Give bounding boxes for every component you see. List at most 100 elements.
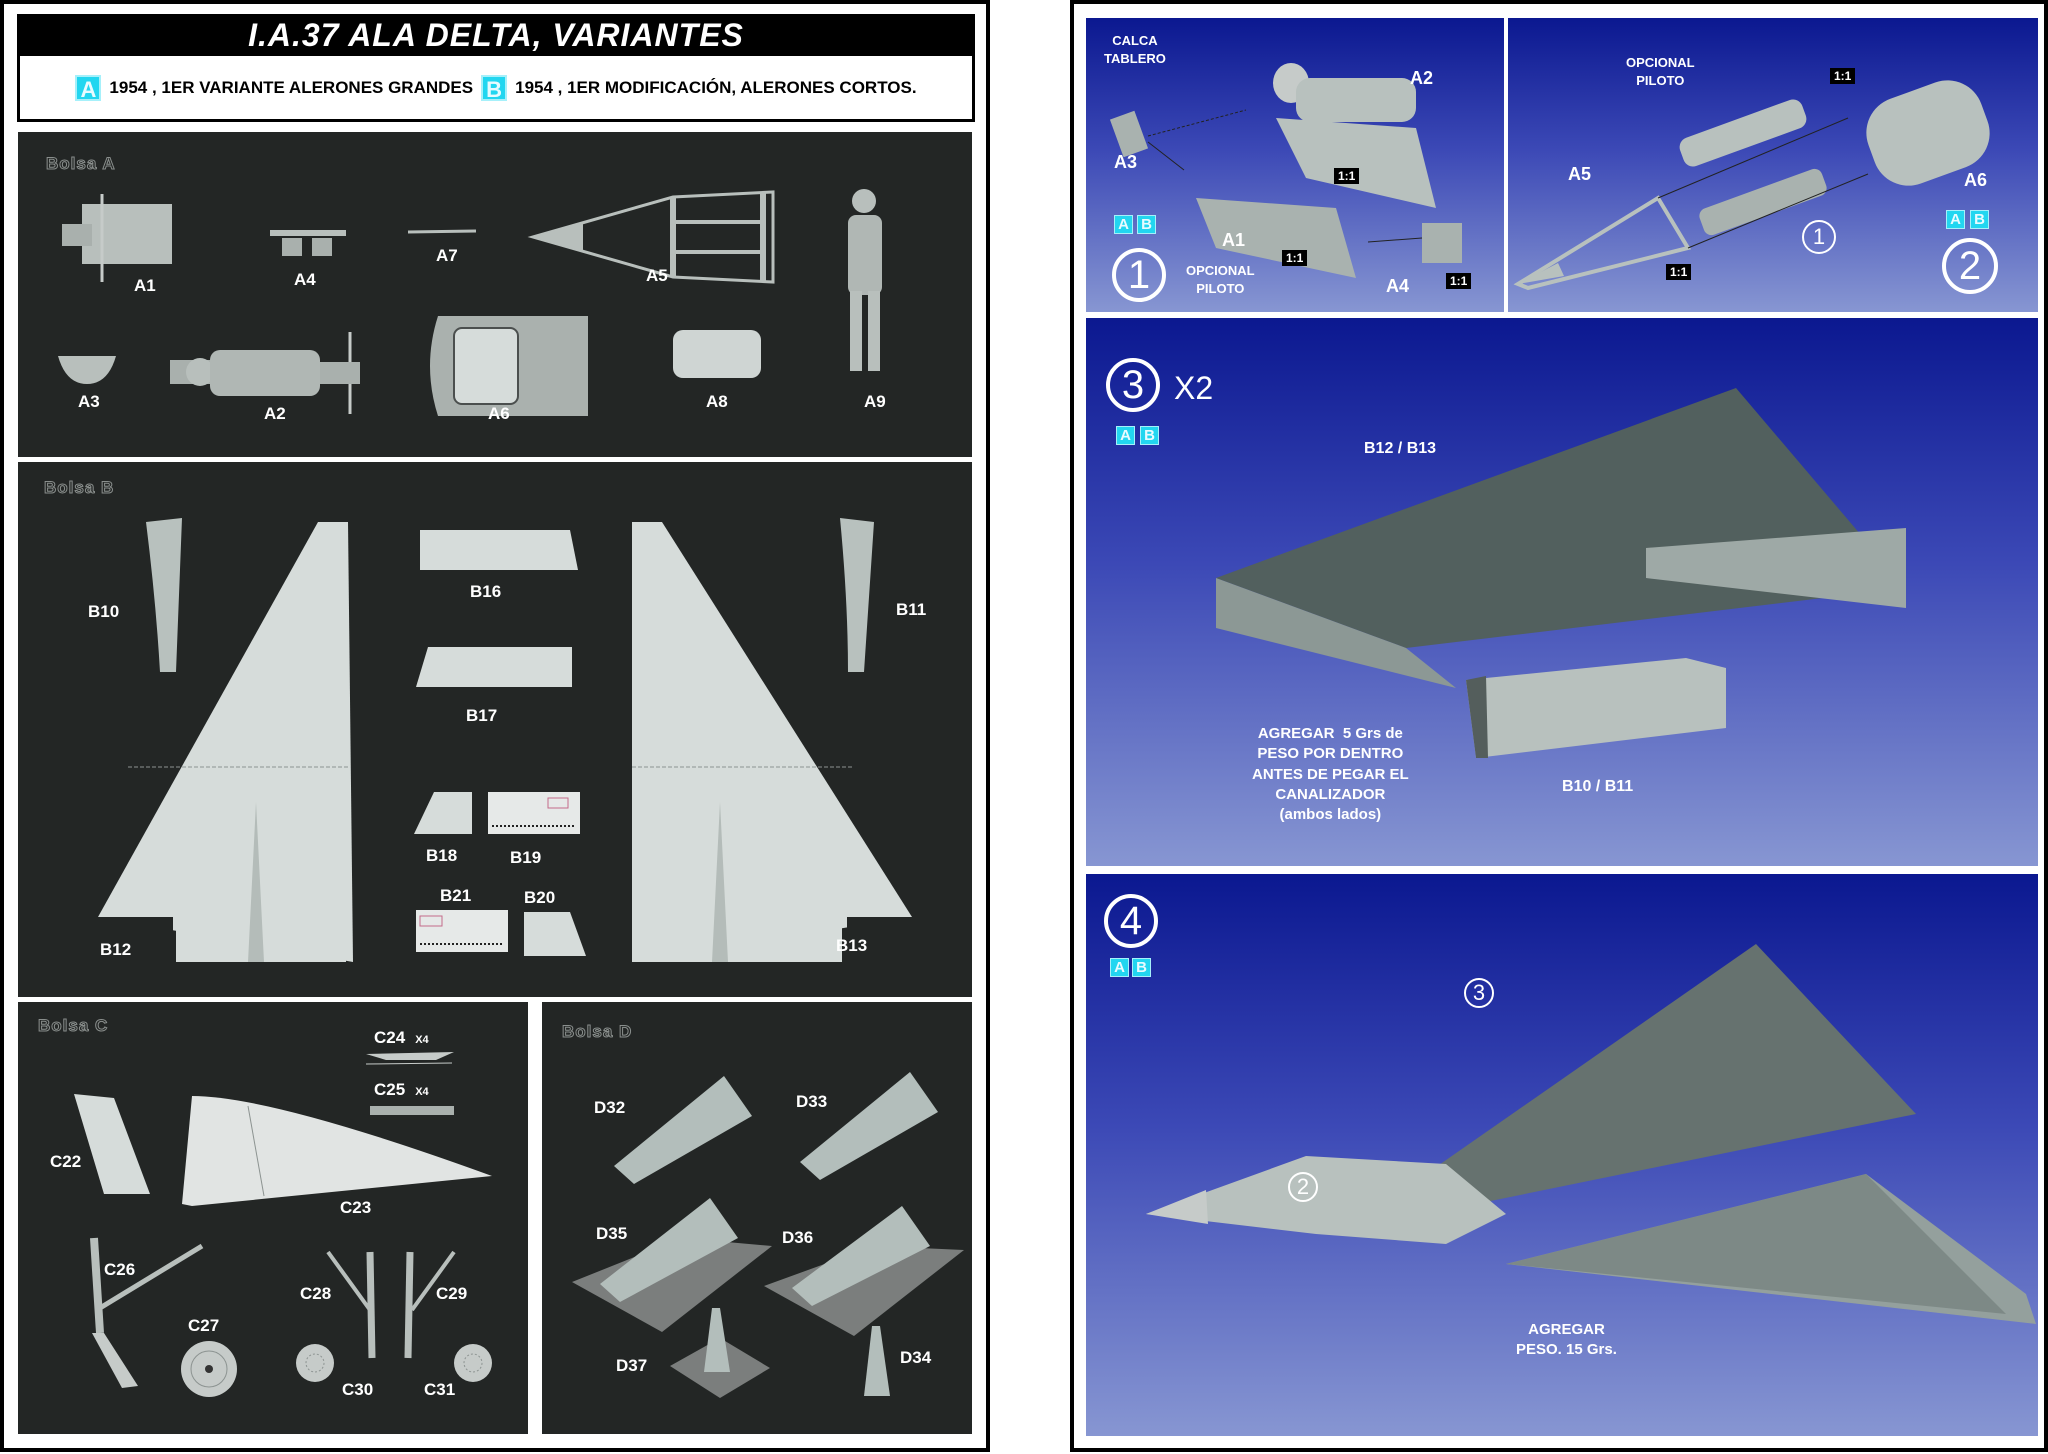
scale-marker: 1:1 <box>1282 250 1308 266</box>
part-a2-figure <box>170 332 360 414</box>
part-b16-flap <box>420 530 578 570</box>
part-label-a2: A2 <box>264 404 286 423</box>
part-label-d37: D37 <box>616 1356 648 1375</box>
step-1-optional-pilot: OPCIONAL PILOTO <box>1186 263 1255 296</box>
step-2-number: 2 <box>1942 238 1998 294</box>
c25-id: C25 <box>374 1080 406 1099</box>
part-label-a3: A3 <box>78 392 100 411</box>
step-1-seat-assembly <box>1109 63 1462 278</box>
part-d33-cone <box>800 1072 938 1180</box>
part-b10-duct <box>146 518 182 672</box>
part-a7-shape <box>407 229 477 234</box>
scale-marker: 1:1 <box>1446 273 1472 289</box>
part-d35-cone-sprue <box>572 1198 772 1332</box>
step-4-weight-note: AGREGAR PESO. 15 Grs. <box>1516 1321 1617 1359</box>
part-label-c22: C22 <box>50 1152 82 1171</box>
part-b17-flap <box>416 647 572 687</box>
bag-d-panel: Bolsa D D32 D33 D35 D36 D37 D34 <box>542 1002 972 1434</box>
part-label-c30: C30 <box>342 1380 374 1399</box>
part-a6-canopy <box>430 316 588 416</box>
part-label-b11: B11 <box>896 600 927 619</box>
page-title: I.A.37 ALA DELTA, VARIANTES <box>17 14 975 56</box>
part-a8-cylinder <box>673 330 761 378</box>
part-label-c23: C23 <box>340 1198 372 1217</box>
step-4-ref-step-3: 3 <box>1464 978 1494 1008</box>
variant-a-badge: A <box>1114 215 1133 234</box>
part-b21-decal <box>416 910 508 952</box>
part-label-a9: A9 <box>864 392 886 411</box>
part-label-b21: B21 <box>440 886 472 905</box>
step-2-nose-assembly <box>1513 80 1990 291</box>
step-4-aircraft-render <box>1146 944 2036 1324</box>
part-label-c26: C26 <box>104 1260 136 1279</box>
scale-marker: 1:1 <box>1334 168 1360 184</box>
scale-marker: 1:1 <box>1830 68 1856 84</box>
part-a9-figure <box>848 189 882 371</box>
part-label-b16: B16 <box>470 582 502 601</box>
step-3-multiplier: X2 <box>1174 370 1214 406</box>
step-3-duct-render <box>1466 658 1726 758</box>
part-c27-wheel <box>181 1341 237 1397</box>
part-d32-cone <box>614 1076 752 1184</box>
part-c25-strip <box>370 1106 454 1115</box>
part-label-a8: A8 <box>706 392 728 411</box>
part-label-b19: B19 <box>510 848 542 867</box>
part-b19-decal <box>488 792 580 834</box>
part-d36-cone-sprue <box>764 1206 964 1336</box>
part-b20-tab <box>524 912 586 956</box>
part-a1-shape <box>62 194 172 282</box>
part-c29-strut <box>404 1250 456 1359</box>
part-label-d35: D35 <box>596 1224 628 1243</box>
bag-a-label: Bolsa A <box>46 154 116 174</box>
part-label-b17: B17 <box>466 706 498 725</box>
part-a4-shape <box>270 230 346 256</box>
c24-multiplier: X4 <box>415 1034 429 1046</box>
part-d37-cone-sprue <box>670 1308 770 1398</box>
step-2-ref-step-1: 1 <box>1802 220 1836 254</box>
step-2-optional-pilot: OPCIONAL PILOTO <box>1626 55 1695 88</box>
part-label-a4: A4 <box>294 270 316 289</box>
step-1-panel: CALCA TABLERO A2 A3 A1 A4 1:1 1:1 1:1 A … <box>1086 18 1504 312</box>
step-1-number: 1 <box>1112 248 1166 302</box>
part-c26-gear <box>90 1237 204 1388</box>
instructions-sheet: CALCA TABLERO A2 A3 A1 A4 1:1 1:1 1:1 A … <box>1070 0 2048 1452</box>
step-4-ref-step-2: 2 <box>1288 1172 1318 1202</box>
part-label-b18: B18 <box>426 846 458 865</box>
bag-b-panel: Bolsa B B10 B12 B16 B17 B18 B19 B21 B20 … <box>18 462 972 997</box>
part-label-c31: C31 <box>424 1380 456 1399</box>
step-1-part-a2: A2 <box>1410 68 1434 88</box>
variant-a-badge: A <box>1116 426 1135 445</box>
part-a5-shape <box>527 190 775 284</box>
variant-b-badge: B <box>1140 426 1159 445</box>
bag-d-label: Bolsa D <box>561 1022 633 1042</box>
part-c31-wheel <box>454 1344 492 1382</box>
c25-multiplier: X4 <box>415 1086 429 1098</box>
step-3-part-duct: B10 / B11 <box>1562 778 1634 795</box>
part-label-c29: C29 <box>436 1284 468 1303</box>
part-label-a5: A5 <box>646 266 668 285</box>
variant-a-badge: A <box>1110 958 1129 977</box>
part-label-b12: B12 <box>100 940 132 959</box>
part-c24-shape <box>365 1052 454 1065</box>
part-c22-rudder <box>74 1094 150 1194</box>
step-1-part-a3: A3 <box>1114 152 1138 172</box>
bag-a-panel: Bolsa A A1 A4 A7 A5 A9 A3 A2 A6 A8 <box>18 132 972 457</box>
scale-marker: 1:1 <box>1666 264 1692 280</box>
part-label-d33: D33 <box>796 1092 828 1111</box>
bag-c-label: Bolsa C <box>37 1016 109 1036</box>
part-a3-shape <box>58 356 116 384</box>
part-label-a7: A7 <box>436 246 458 265</box>
variant-b-badge: B <box>1137 215 1156 234</box>
part-label-d34: D34 <box>900 1348 932 1367</box>
part-c30-wheel <box>296 1344 334 1382</box>
variant-b-text: 1954 , 1ER MODIFICACIÓN, ALERONES CORTOS… <box>515 77 917 97</box>
part-b12-wing <box>98 522 353 962</box>
bag-b-label: Bolsa B <box>43 478 115 498</box>
step-1-part-a4: A4 <box>1386 276 1410 296</box>
step-3-wing-render <box>1216 388 1906 688</box>
part-label-b13: B13 <box>836 936 868 955</box>
part-label-d32: D32 <box>594 1098 626 1117</box>
step-1-part-a1: A1 <box>1222 230 1246 250</box>
part-b13-wing <box>632 522 922 962</box>
